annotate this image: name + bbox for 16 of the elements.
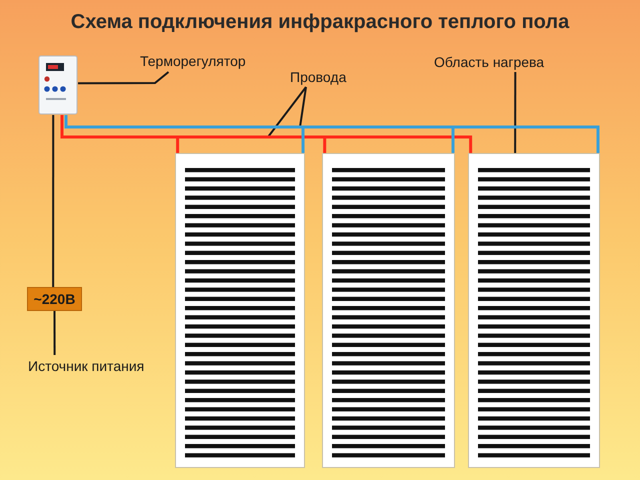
- leader-line: [299, 86, 307, 128]
- callout-label: Область нагрева: [434, 55, 544, 69]
- heating-film-panel: [322, 153, 455, 468]
- leader-line: [514, 72, 516, 153]
- leader-line: [54, 311, 56, 355]
- heating-film-panel: [468, 153, 600, 468]
- thermostat-drawing: [38, 55, 78, 115]
- leader-line: [267, 86, 307, 138]
- callout-label: Источник питания: [28, 359, 144, 373]
- wire: [52, 115, 54, 287]
- callout-label: Провода: [290, 70, 346, 84]
- voltage-box: ~220В: [27, 287, 82, 311]
- leader-line: [78, 71, 170, 84]
- diagram-title: Схема подключения инфракрасного теплого пола: [70, 10, 570, 35]
- callout-label: Терморегулятор: [140, 54, 246, 68]
- heating-film-panel: [175, 153, 305, 468]
